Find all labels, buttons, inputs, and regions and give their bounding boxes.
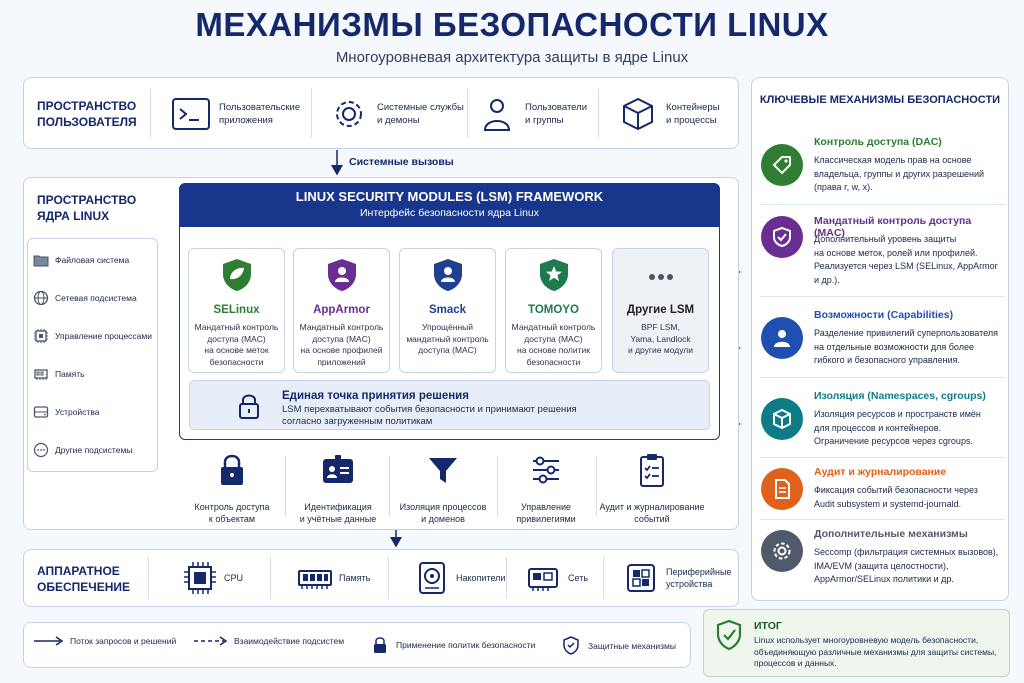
hardware-network: Сеть — [526, 558, 588, 598]
funnel-icon — [429, 458, 457, 483]
tomoyo-shield-icon — [539, 259, 568, 291]
person-icon — [761, 317, 803, 359]
hardware-storage: Накопители — [414, 558, 505, 598]
folder-icon — [33, 255, 49, 267]
user-space-panel — [23, 77, 739, 149]
subsystem-filesystem: Файловая система — [33, 250, 129, 270]
padlock-icon — [374, 637, 386, 653]
summary-title: ИТОГ — [754, 620, 782, 632]
disk-icon — [419, 562, 445, 594]
shield-check-icon — [716, 619, 742, 651]
ram-icon — [298, 570, 332, 589]
gear-icon — [329, 94, 369, 134]
padlock-icon — [221, 454, 243, 485]
apparmor-shield-icon — [327, 259, 356, 291]
shield-check-icon — [761, 216, 803, 258]
network-card-icon — [528, 568, 558, 591]
legend-policy-enforcement: Применение политик безопасности — [372, 636, 535, 654]
subsystems-panel — [27, 238, 158, 472]
decision-point-box: Единая точка принятия решения LSM перехв… — [189, 380, 710, 430]
subsystem-network: Сетевая подсистема — [33, 288, 137, 308]
container-cube-icon — [618, 94, 658, 134]
legend-request-flow: Поток запросов и решений — [34, 636, 176, 646]
lsm-title: LINUX SECURITY MODULES (LSM) FRAMEWORK — [295, 189, 604, 204]
subsystem-other: Другие подсистемы — [33, 440, 132, 460]
mechanisms-title: КЛЮЧЕВЫЕ МЕХАНИЗМЫ БЕЗОПАСНОСТИ — [759, 94, 1001, 106]
page-title: МЕХАНИЗМЫ БЕЗОПАСНОСТИ LINUX — [195, 6, 829, 43]
hardware-memory: Память — [297, 558, 370, 598]
box-icon — [761, 398, 803, 440]
user-icon — [477, 94, 517, 134]
document-icon — [761, 468, 803, 510]
dashed-arrow-icon — [194, 636, 228, 646]
terminal-icon — [171, 94, 211, 134]
shield-icon — [563, 636, 579, 655]
globe-icon — [33, 290, 49, 306]
more-dots-icon — [648, 274, 673, 280]
legend-panel — [23, 622, 691, 668]
summary-text: Linux использует многоуровневую модель б… — [754, 635, 997, 668]
padlock-icon — [239, 394, 259, 419]
cpu-chip-icon — [34, 329, 48, 343]
syscalls-label: Системные вызовы — [349, 156, 454, 168]
cog-icon — [761, 530, 803, 572]
memory-icon — [34, 369, 48, 380]
lsm-framework-header: LINUX SECURITY MODULES (LSM) FRAMEWORK И… — [179, 183, 720, 227]
summary-box: ИТОГ Linux использует многоуровневую мод… — [703, 609, 1010, 677]
device-icon — [33, 406, 49, 418]
subsystem-processes: Управление процессами — [33, 326, 152, 346]
subsystem-devices: Устройства — [33, 402, 99, 422]
legend-subsystem-interaction: Взаимодействие подсистем — [194, 636, 344, 646]
page-subtitle: Многоуровневая архитектура защиты в ядре… — [335, 49, 689, 66]
hardware-panel — [23, 549, 739, 607]
tag-icon — [761, 144, 803, 186]
solid-arrow-icon — [34, 636, 64, 646]
legend-protection-mechanisms: Защитные механизмы — [562, 636, 676, 656]
sliders-icon — [533, 456, 559, 484]
id-card-icon — [323, 455, 353, 483]
cpu-icon — [184, 562, 216, 594]
peripheral-icon — [627, 564, 655, 592]
subsystem-memory: Память — [33, 364, 85, 384]
decision-desc: LSM перехватывают события безопасности и… — [282, 404, 577, 427]
decision-title: Единая точка принятия решения — [282, 390, 469, 402]
lsm-subtitle: Интерфейс безопасности ядра Linux — [359, 207, 540, 219]
clipboard-icon — [640, 454, 664, 487]
smack-shield-icon — [433, 259, 462, 291]
hardware-cpu: CPU — [182, 558, 243, 598]
selinux-shield-icon — [222, 259, 251, 291]
more-dots-icon — [33, 442, 49, 458]
